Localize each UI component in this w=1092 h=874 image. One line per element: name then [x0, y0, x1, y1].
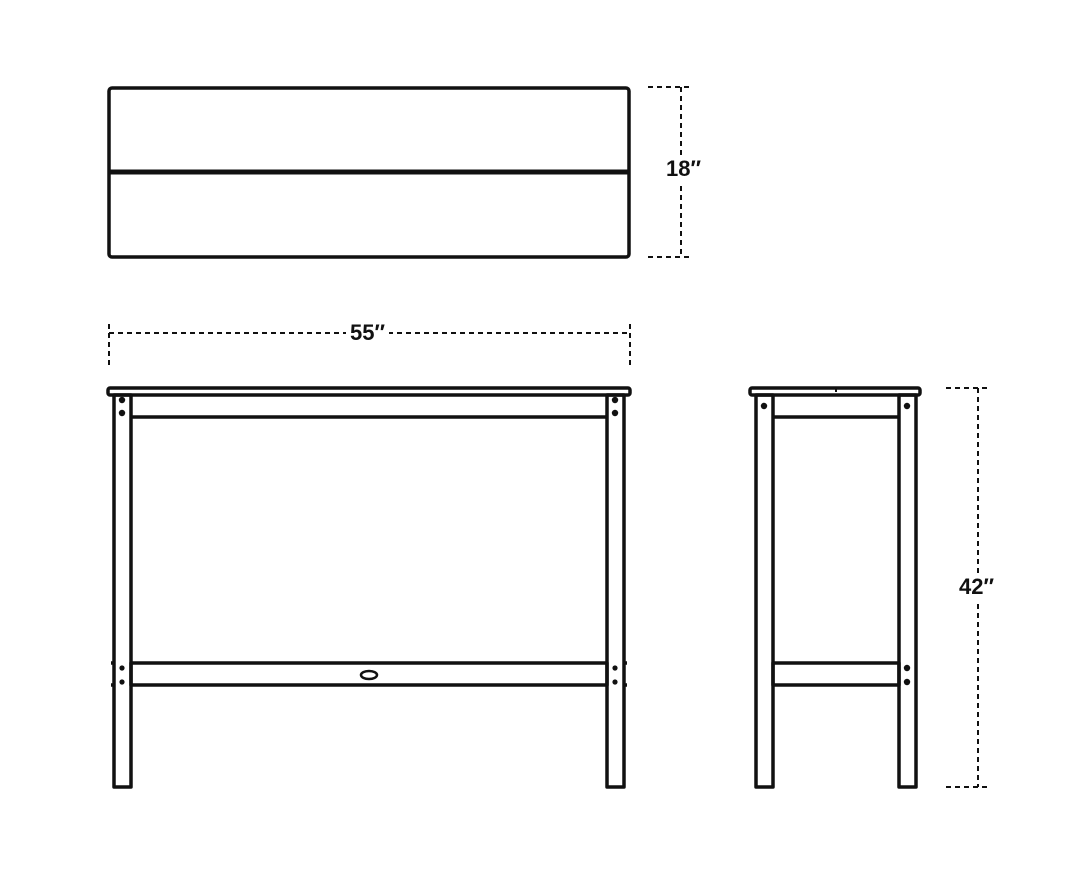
top-view: [107, 86, 631, 259]
side-view: [748, 386, 922, 789]
width-dimension: [108, 324, 631, 366]
front-tabletop: [106, 386, 632, 397]
front-left-leg: [112, 393, 133, 789]
front-stretcher-hole: [359, 669, 379, 681]
side-left-leg: [754, 393, 775, 789]
side-right-leg: [897, 393, 918, 789]
front-bolts: [118, 396, 619, 685]
width-label: 55″: [346, 320, 390, 346]
side-lower-stretcher: [771, 661, 901, 687]
depth-label: 18″: [662, 156, 706, 182]
front-lower-stretcher: [129, 661, 609, 687]
side-bolts: [760, 402, 911, 686]
front-view: [106, 386, 632, 789]
height-label: 42″: [955, 574, 999, 600]
front-right-leg: [605, 393, 626, 789]
